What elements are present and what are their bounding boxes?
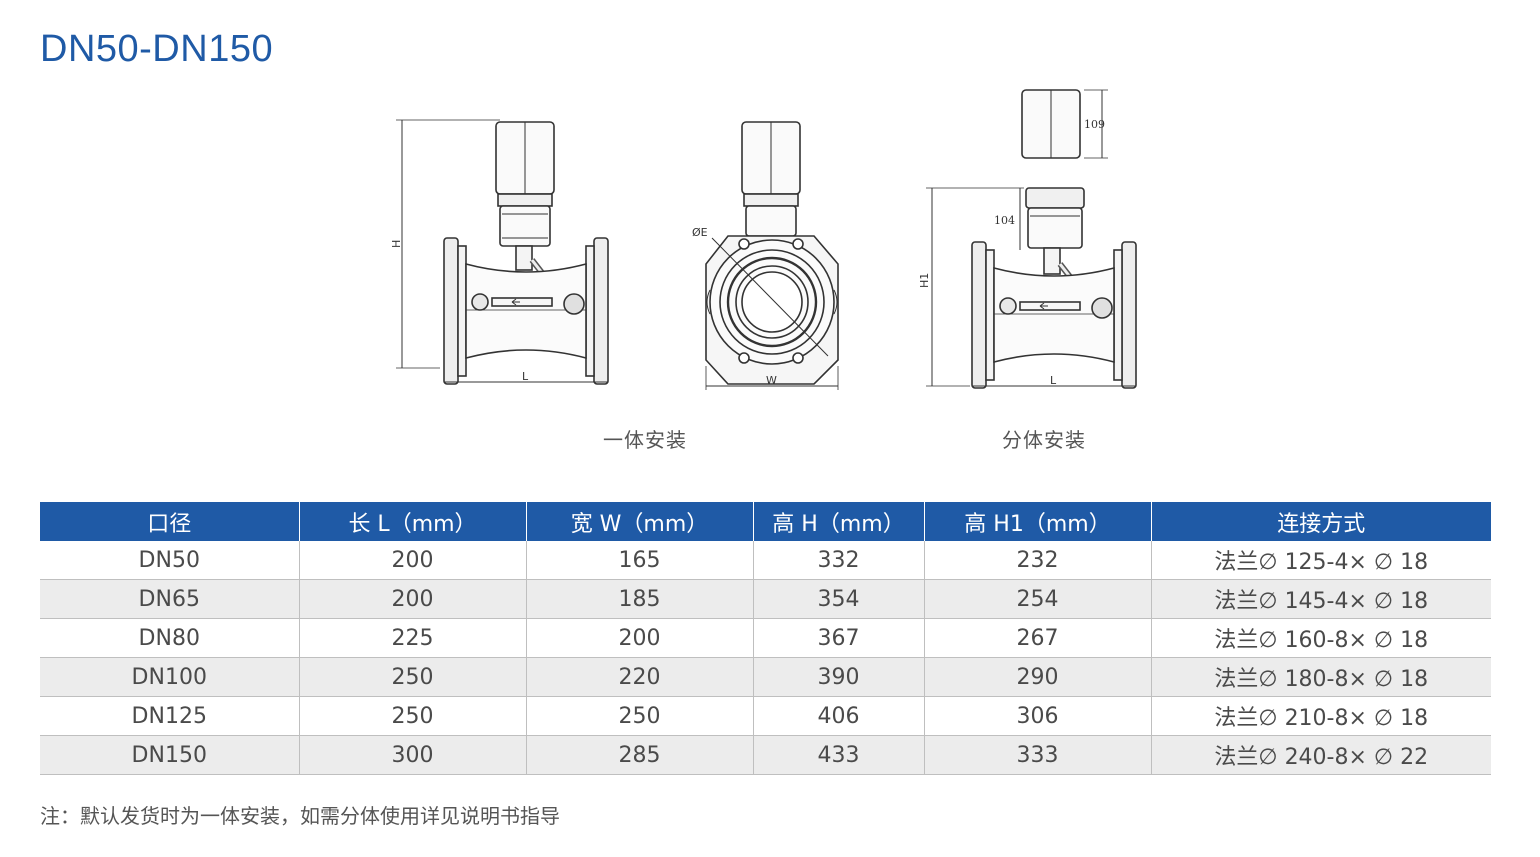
dim-diameter-label: ØE [692, 226, 708, 239]
header-width: 宽 W（mm） [526, 502, 754, 541]
dim-h-label: H [390, 240, 403, 248]
table-row: DN150 300 285 433 333 法兰∅ 240-8× ∅ 22 [40, 735, 1491, 775]
table-row: DN80 225 200 367 267 法兰∅ 160-8× ∅ 18 [40, 618, 1491, 658]
cell-connection: 法兰∅ 145-4× ∅ 18 [1151, 579, 1491, 619]
integral-side-view-drawing: H L [388, 110, 618, 395]
cell-height-h1: 254 [924, 579, 1152, 619]
table-row: DN125 250 250 406 306 法兰∅ 210-8× ∅ 18 [40, 696, 1491, 736]
footnote: 注：默认发货时为一体安装，如需分体使用详见说明书指导 [40, 804, 560, 828]
cell-caliber: DN50 [40, 541, 300, 580]
cell-height-h1: 232 [924, 541, 1152, 580]
cell-length: 225 [299, 618, 527, 658]
cell-height: 433 [753, 735, 925, 775]
cell-height-h1: 290 [924, 657, 1152, 697]
flange-end-view-drawing: ØE W [686, 110, 856, 395]
cell-caliber: DN80 [40, 618, 300, 658]
split-side-view-drawing: 109 H1 104 L [908, 84, 1148, 394]
dim-neck-label: 104 [994, 214, 1015, 227]
split-install-caption: 分体安装 [1002, 428, 1086, 452]
cell-width: 200 [526, 618, 754, 658]
cell-height-h1: 306 [924, 696, 1152, 736]
cell-length: 250 [299, 696, 527, 736]
cell-height: 367 [753, 618, 925, 658]
cell-connection: 法兰∅ 210-8× ∅ 18 [1151, 696, 1491, 736]
cell-width: 165 [526, 541, 754, 580]
header-height-h1: 高 H1（mm） [924, 502, 1152, 541]
cell-connection: 法兰∅ 160-8× ∅ 18 [1151, 618, 1491, 658]
cell-width: 220 [526, 657, 754, 697]
cell-length: 200 [299, 541, 527, 580]
cell-width: 285 [526, 735, 754, 775]
cell-connection: 法兰∅ 180-8× ∅ 18 [1151, 657, 1491, 697]
integral-install-caption: 一体安装 [603, 428, 687, 452]
dim-l-label-split: L [1050, 374, 1057, 387]
cell-caliber: DN125 [40, 696, 300, 736]
spec-table: 口径 长 L（mm） 宽 W（mm） 高 H（mm） 高 H1（mm） 连接方式… [40, 502, 1491, 775]
table-row: DN65 200 185 354 254 法兰∅ 145-4× ∅ 18 [40, 579, 1491, 619]
cell-height: 354 [753, 579, 925, 619]
cell-width: 185 [526, 579, 754, 619]
cell-height-h1: 267 [924, 618, 1152, 658]
table-row: DN50 200 165 332 232 法兰∅ 125-4× ∅ 18 [40, 541, 1491, 580]
dim-w-label: W [766, 374, 777, 387]
table-row: DN100 250 220 390 290 法兰∅ 180-8× ∅ 18 [40, 657, 1491, 697]
cell-length: 300 [299, 735, 527, 775]
header-caliber: 口径 [40, 502, 300, 541]
header-connection: 连接方式 [1151, 502, 1491, 541]
cell-caliber: DN65 [40, 579, 300, 619]
cell-caliber: DN100 [40, 657, 300, 697]
header-height: 高 H（mm） [753, 502, 925, 541]
cell-height: 390 [753, 657, 925, 697]
cell-height-h1: 333 [924, 735, 1152, 775]
cell-height: 332 [753, 541, 925, 580]
dim-l-label-integral: L [522, 370, 529, 383]
table-header-row: 口径 长 L（mm） 宽 W（mm） 高 H（mm） 高 H1（mm） 连接方式 [40, 502, 1491, 541]
cell-connection: 法兰∅ 240-8× ∅ 22 [1151, 735, 1491, 775]
dim-h1-label: H1 [918, 273, 931, 288]
cell-connection: 法兰∅ 125-4× ∅ 18 [1151, 541, 1491, 580]
cell-width: 250 [526, 696, 754, 736]
header-length: 长 L（mm） [299, 502, 527, 541]
cell-caliber: DN150 [40, 735, 300, 775]
cell-height: 406 [753, 696, 925, 736]
dim-head-label: 109 [1084, 118, 1105, 131]
page-title: DN50-DN150 [40, 28, 274, 70]
cell-length: 250 [299, 657, 527, 697]
cell-length: 200 [299, 579, 527, 619]
